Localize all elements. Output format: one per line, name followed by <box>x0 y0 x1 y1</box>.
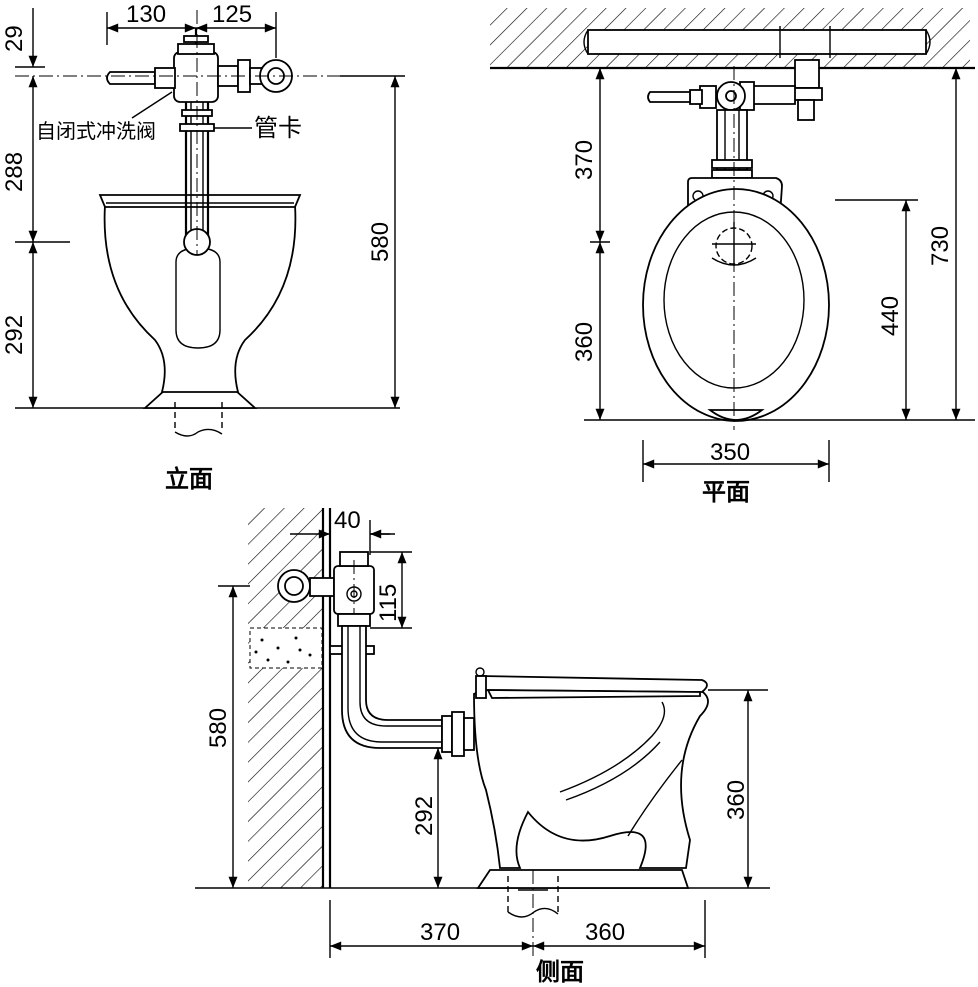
dim-side-360-bottom: 360 <box>585 919 625 946</box>
side-seat <box>479 675 708 693</box>
elevation-drain <box>174 402 223 432</box>
dim-125: 125 <box>212 1 252 28</box>
plan-title: 平面 <box>702 478 750 506</box>
elevation-bowl <box>103 204 297 393</box>
side-wall-patch <box>249 627 323 669</box>
dim-plan-360: 360 <box>571 322 598 362</box>
side-toilet-body <box>473 685 709 869</box>
dim-plan-730: 730 <box>927 226 954 266</box>
dim-130: 130 <box>126 1 166 28</box>
plan-bowl-outer <box>642 188 830 422</box>
dim-plan-370: 370 <box>571 140 598 180</box>
side-wall-hatch <box>248 508 323 888</box>
dim-plan-440: 440 <box>877 296 904 336</box>
label-flush-valve: 自闭式冲洗阀 <box>36 119 156 143</box>
plan-view: 370 360 440 730 350 平面 <box>490 8 975 506</box>
plan-supply-pipe <box>587 29 927 55</box>
elevation-seat <box>98 194 302 208</box>
side-title: 侧面 <box>536 958 584 986</box>
dim-29: 29 <box>1 25 28 52</box>
elevation-view: 130 125 29 288 292 580 自闭式冲洗阀 管卡 立面 <box>1 1 405 493</box>
elevation-handle <box>106 71 156 85</box>
side-flush-pipe <box>341 625 443 749</box>
dim-292: 292 <box>1 315 28 355</box>
dim-side-292: 292 <box>411 796 438 836</box>
label-pipe-clamp: 管卡 <box>254 114 302 142</box>
dim-side-580: 580 <box>205 708 232 748</box>
dim-side-40: 40 <box>334 507 361 534</box>
elevation-title: 立面 <box>165 465 213 493</box>
dim-288: 288 <box>1 152 28 192</box>
dim-side-360: 360 <box>723 780 750 820</box>
side-base <box>476 869 690 889</box>
dim-580: 580 <box>367 222 394 262</box>
side-view: 40 115 580 292 360 370 360 侧面 <box>195 507 770 986</box>
elevation-flush-valve <box>173 51 219 103</box>
dim-side-370: 370 <box>420 919 460 946</box>
dim-plan-350: 350 <box>710 439 750 466</box>
plan-handle <box>647 91 691 103</box>
side-drain <box>507 876 559 912</box>
dim-side-115: 115 <box>375 584 402 622</box>
